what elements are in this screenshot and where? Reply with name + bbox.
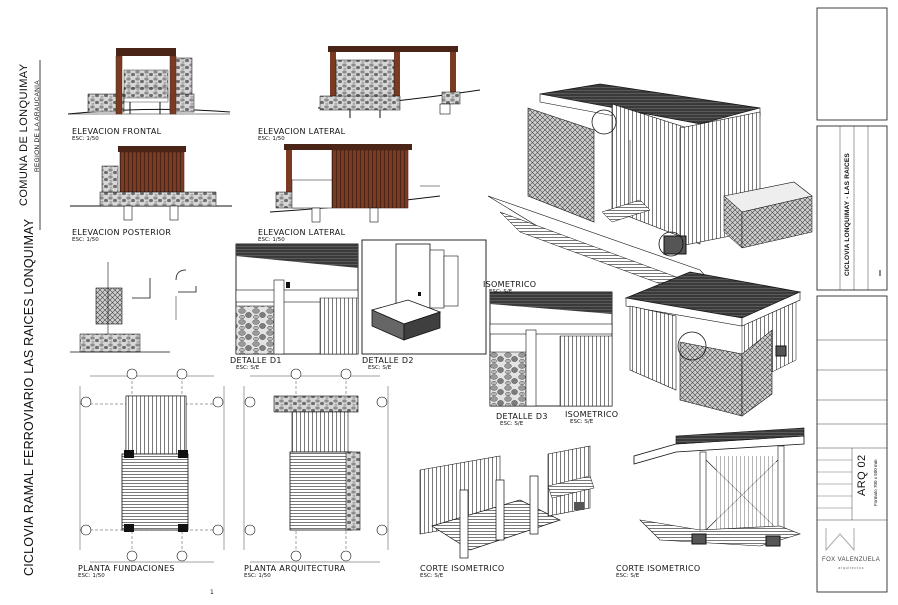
logo-text: FOX VALENZUELA [822,557,881,563]
region-label: REGION DE LA ARAUCANIA [34,80,41,172]
sheet-code: ARQ 02 [856,454,868,496]
corte-iso-1-scale: ESC: S/E [420,573,444,579]
detalle-d3-drawing [489,291,613,407]
corte-iso-1-drawing [419,445,595,559]
detalle-d3-title: DETALLE D3 [496,412,548,421]
detalle-d1-scale: ESC: S/E [236,365,260,371]
title-block-frame [816,7,888,593]
planta-fundaciones-scale: ESC: 1/50 [78,573,105,579]
project-title: CICLOVIA RAMAL FERROVIARIO LAS RAICES LO… [22,218,36,576]
elev-frontal-title: ELEVACION FRONTAL [72,127,162,136]
elev-frontal-drawing [67,48,231,115]
page-number: 1 [210,589,215,596]
elev-lateral-2-drawing [269,144,441,223]
detalle-d2-title: DETALLE D2 [362,356,414,365]
corte-iso-1-title: CORTE ISOMETRICO [420,564,505,573]
planta-fundaciones-drawing [79,368,225,563]
elev-posterior-title: ELEVACION POSTERIOR [72,228,172,237]
planta-arquitectura-drawing [243,368,389,563]
planta-arquitectura-scale: ESC: 1/50 [244,573,271,579]
detalle-d3-scale: ESC: S/E [500,421,524,427]
isometrico-2-scale: ESC: S/E [570,419,594,425]
isometric-middle-drawing [624,271,802,417]
detalle-d1-drawing [235,243,359,355]
corte-iso-2-scale: ESC: S/E [616,573,640,579]
elev-lateral-1-drawing [317,46,481,118]
isometrico-2-title: ISOMETRICO [565,410,619,419]
elev-lateral-1-scale: ESC: 1/50 [258,136,285,142]
sheet-format: Formato 700 x 500 mm [873,459,878,506]
planta-fundaciones-title: PLANTA FUNDACIONES [78,564,175,573]
elev-lateral-2-title: ELEVACION LATERAL [258,228,346,237]
elev-posterior-drawing [70,146,232,221]
detalle-d1-title: DETALLE D1 [230,356,282,365]
title-block-project: CICLOVIA LONQUIMAY - LAS RAICES [844,153,851,276]
corte-iso-2-title: CORTE ISOMETRICO [616,564,701,573]
section-detail-drawing [70,262,197,353]
elev-lateral-1-title: ELEVACION LATERAL [258,127,346,136]
planta-arquitectura-title: PLANTA ARQUITECTURA [244,564,346,573]
isometrico-1-title: ISOMETRICO [483,280,537,289]
isometrico-1-scale: ESC: S/E [489,289,513,295]
elev-frontal-scale: ESC: 1/50 [72,136,99,142]
corte-iso-2-drawing [633,427,805,547]
elev-posterior-scale: ESC: 1/50 [72,237,99,243]
elev-lateral-2-scale: ESC: 1/50 [258,237,285,243]
isometric-top-drawing [487,83,813,301]
comuna-label: COMUNA DE LONQUIMAY [18,63,30,206]
detalle-d2-drawing [361,239,487,355]
logo-subtext: arquitectos [838,565,865,570]
detalle-d2-scale: ESC: S/E [368,365,392,371]
